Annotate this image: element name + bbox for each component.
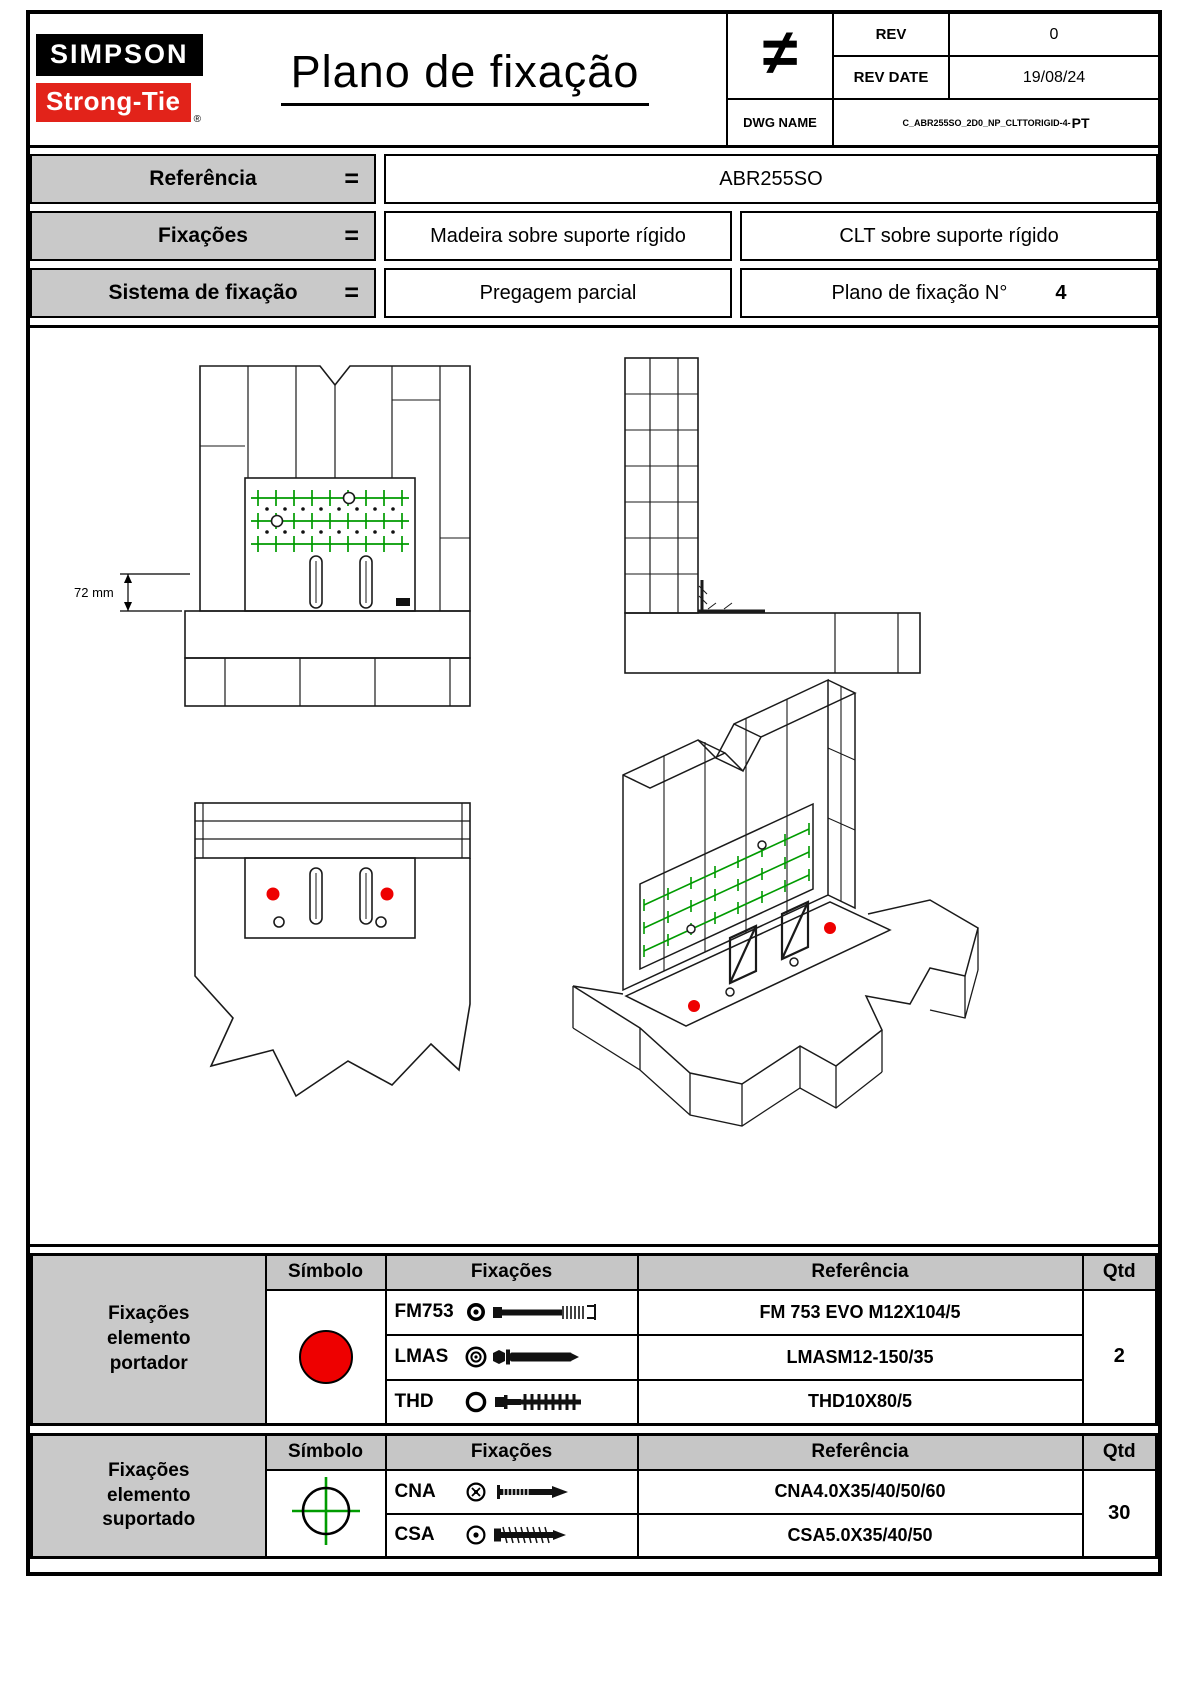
dimension-label: 72 mm bbox=[74, 585, 114, 600]
sheet-header: SIMPSON Strong-Tie ® Plano de fixação ≠ R… bbox=[30, 14, 1158, 148]
fixings-table-portador: Fixações elemento portador Símbolo Fixaç… bbox=[30, 1253, 1158, 1426]
fixing-cell-csa: CSA bbox=[384, 1512, 639, 1559]
header-referencia: Referência bbox=[636, 1253, 1084, 1291]
plan-number-value: 4 bbox=[1055, 281, 1067, 304]
fixing-code: THD bbox=[394, 1390, 434, 1412]
iso-nail-crosses bbox=[643, 823, 810, 957]
group-line: portador bbox=[109, 1352, 188, 1374]
title-block: ≠ REV 0 REV DATE 19/08/24 DWG NAME C_ABR… bbox=[726, 14, 1158, 145]
reference-csa: CSA5.0X35/40/50 bbox=[636, 1512, 1084, 1559]
info-row-sistema: Sistema de fixação = Pregagem parcial Pla… bbox=[30, 268, 1158, 318]
side-view-drawing bbox=[624, 357, 921, 674]
rev-date-value: 19/08/24 bbox=[950, 57, 1158, 100]
rev-value: 0 bbox=[950, 14, 1158, 57]
header-fixacoes: Fixações bbox=[384, 1253, 639, 1291]
reference-lmas: LMASM12-150/35 bbox=[636, 1333, 1084, 1381]
symbol-cell-portador bbox=[264, 1288, 387, 1426]
not-equal-icon: ≠ bbox=[728, 14, 834, 100]
thd-concrete-screw-icon bbox=[465, 1391, 581, 1413]
header-qtd: Qtd bbox=[1081, 1433, 1158, 1471]
fixacoes-label: Fixações bbox=[158, 224, 248, 247]
fixing-cell-cna: CNA bbox=[384, 1468, 639, 1515]
drawing-area: 72 mm bbox=[30, 325, 1158, 1247]
equals-sign: = bbox=[344, 221, 359, 250]
cna-ring-nail-icon bbox=[466, 1482, 568, 1501]
plan-number-label: Plano de fixação N° bbox=[831, 281, 1008, 304]
page-title: Plano de fixação bbox=[280, 46, 650, 106]
group-line: Fixações bbox=[108, 1459, 190, 1481]
fixing-code: FM753 bbox=[394, 1301, 454, 1322]
simpson-strongtie-logo: SIMPSON Strong-Tie ® bbox=[36, 34, 203, 125]
header-referencia: Referência bbox=[636, 1433, 1084, 1471]
strongtie-wordmark: Strong-Tie ® bbox=[36, 83, 201, 125]
drawing-sheet: SIMPSON Strong-Tie ® Plano de fixação ≠ R… bbox=[26, 10, 1162, 1576]
plan-number-cell: Plano de fixação N° 4 bbox=[740, 268, 1158, 318]
sistema-label: Sistema de fixação bbox=[108, 281, 298, 304]
group-line: suportado bbox=[102, 1509, 196, 1531]
group-line: elemento bbox=[107, 1328, 191, 1350]
equals-sign: = bbox=[344, 164, 359, 193]
fixing-cell-lmas: LMAS bbox=[384, 1333, 639, 1381]
info-row-referencia: Referência = ABR255SO bbox=[30, 154, 1158, 204]
qty-suportado: 30 bbox=[1081, 1468, 1158, 1559]
dimension-72mm: 72 mm bbox=[74, 573, 190, 612]
fixing-code: LMAS bbox=[394, 1346, 449, 1367]
technical-drawing: 72 mm bbox=[74, 357, 979, 1127]
header-simbolo: Símbolo bbox=[264, 1433, 387, 1471]
referencia-value-cell: ABR255SO bbox=[384, 154, 1158, 204]
fixing-code: CSA bbox=[394, 1524, 435, 1546]
fm753-anchor-bolt-icon bbox=[466, 1303, 596, 1321]
sistema-left-value: Pregagem parcial bbox=[384, 268, 732, 318]
info-row-fixacoes: Fixações = Madeira sobre suporte rígido C… bbox=[30, 211, 1158, 261]
dwg-name-suffix: PT bbox=[1071, 114, 1090, 131]
reference-thd: THD10X80/5 bbox=[636, 1378, 1084, 1426]
strongtie-text: Strong-Tie bbox=[46, 86, 181, 116]
header-simbolo: Símbolo bbox=[264, 1253, 387, 1291]
fixing-cell-thd: THD bbox=[384, 1378, 639, 1426]
simpson-wordmark: SIMPSON bbox=[36, 34, 203, 76]
red-circle-symbol-icon bbox=[298, 1329, 353, 1384]
anchor-dot bbox=[380, 887, 394, 901]
rev-label: REV bbox=[834, 14, 950, 57]
sistema-label-cell: Sistema de fixação = bbox=[30, 268, 376, 318]
info-table: Referência = ABR255SO Fixações = Madeira s… bbox=[30, 148, 1158, 318]
header-qtd: Qtd bbox=[1081, 1253, 1158, 1291]
isometric-view-drawing bbox=[572, 678, 979, 1127]
front-view-drawing: 72 mm bbox=[74, 365, 471, 707]
fixings-legend: Fixações elemento portador Símbolo Fixaç… bbox=[30, 1253, 1158, 1559]
csa-wood-screw-icon bbox=[466, 1525, 566, 1545]
fixacoes-right-value: CLT sobre suporte rígido bbox=[740, 211, 1158, 261]
anchor-dot bbox=[688, 1000, 700, 1012]
fixing-cell-fm753: FM753 bbox=[384, 1288, 639, 1336]
symbol-cell-suportado bbox=[264, 1468, 387, 1559]
qty-portador: 2 bbox=[1081, 1288, 1158, 1426]
nail-dots bbox=[265, 507, 395, 534]
equals-sign: = bbox=[344, 278, 359, 307]
registered-mark: ® bbox=[193, 114, 202, 125]
dwg-name-text: C_ABR255SO_2D0_NP_CLTTORIGID-4- bbox=[902, 117, 1071, 128]
dwg-name-value: C_ABR255SO_2D0_NP_CLTTORIGID-4-PT bbox=[834, 100, 1158, 145]
plan-view-drawing bbox=[194, 802, 471, 1098]
referencia-label-cell: Referência = bbox=[30, 154, 376, 204]
fixacoes-label-cell: Fixações = bbox=[30, 211, 376, 261]
reference-fm753: FM 753 EVO M12X104/5 bbox=[636, 1288, 1084, 1336]
anchor-dot bbox=[824, 922, 836, 934]
fixings-table-suportado: Fixações elemento suportado Símbolo Fixa… bbox=[30, 1433, 1158, 1559]
fixing-code: CNA bbox=[394, 1480, 436, 1502]
rev-date-label: REV DATE bbox=[834, 57, 950, 100]
green-crosshair-circle-icon bbox=[291, 1476, 360, 1545]
dwg-name-label: DWG NAME bbox=[728, 100, 834, 145]
group-label-suportado: Fixações elemento suportado bbox=[30, 1433, 267, 1559]
anchor-dot bbox=[266, 887, 280, 901]
header-fixacoes: Fixações bbox=[384, 1433, 639, 1471]
reference-cna: CNA4.0X35/40/50/60 bbox=[636, 1468, 1084, 1515]
group-label-portador: Fixações elemento portador bbox=[30, 1253, 267, 1426]
group-line: Fixações bbox=[108, 1303, 190, 1325]
title-area: Plano de fixação bbox=[210, 46, 720, 106]
lmas-anchor-bolt-icon bbox=[465, 1346, 579, 1368]
group-line: elemento bbox=[107, 1484, 191, 1506]
referencia-label: Referência bbox=[149, 167, 257, 190]
fixacoes-left-value: Madeira sobre suporte rígido bbox=[384, 211, 732, 261]
